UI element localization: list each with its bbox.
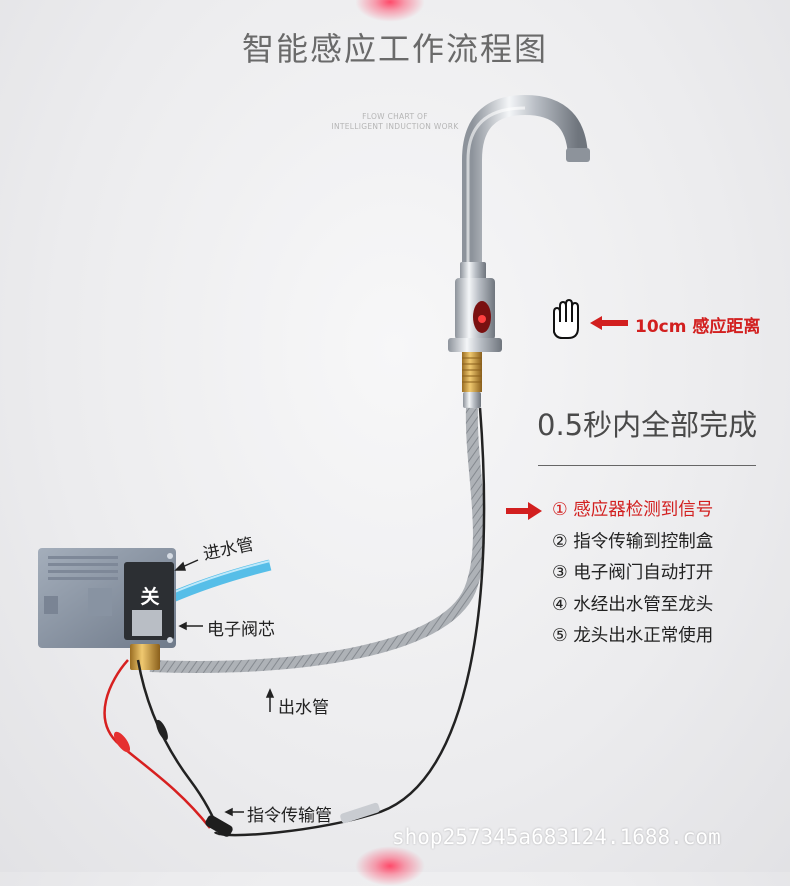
signal-pipe-label: 指令传输管 [247, 806, 332, 826]
spout-tip [566, 148, 590, 162]
faucet-neck-ring [460, 262, 486, 282]
inlet-pipe [167, 559, 272, 604]
shop-watermark: shop257345a683124.1688.com [392, 825, 721, 849]
red-connector [113, 731, 131, 753]
outlet-pipe-label: 出水管 [278, 698, 329, 718]
cable-sleeve [340, 802, 380, 824]
step-item-4: ④ 水经出水管至龙头 [552, 594, 714, 615]
black-connector [156, 719, 168, 741]
completion-time-text: 0.5秒内全部完成 [537, 408, 758, 442]
page-title: 智能感应工作流程图 [241, 30, 548, 68]
hose-fitting-top [463, 392, 481, 408]
step-item-2: ② 指令传输到控制盒 [552, 531, 714, 552]
step-item-5: ⑤ 龙头出水正常使用 [552, 626, 714, 646]
step-pointer-arrow-icon [506, 502, 542, 520]
english-subtitle-line-2: INTELLIGENT INDUCTION WORK [331, 122, 459, 131]
box-screw-top [167, 553, 173, 559]
top-glow-decoration [355, 0, 425, 22]
bottom-glow-decoration [355, 846, 425, 886]
box-screw-bottom [167, 637, 173, 643]
outlet-hose [149, 407, 485, 673]
faucet-base [448, 338, 502, 352]
step-item-3: ③ 电子阀门自动打开 [552, 563, 714, 583]
valve-core-label: 电子阀芯 [207, 620, 275, 640]
black-wire [136, 659, 222, 836]
english-subtitle: FLOW CHART OF INTELLIGENT INDUCTION WORK [0, 112, 790, 132]
distance-arrow-icon [590, 316, 628, 330]
valve-glyph: 关 [140, 586, 160, 608]
hand-icon [553, 299, 579, 339]
step-item-1: ① 感应器检测到信号 [552, 500, 714, 520]
signal-cable [213, 407, 486, 837]
plug-connector [205, 815, 233, 837]
english-subtitle-line-1: FLOW CHART OF [362, 112, 428, 121]
faucet-spout [462, 94, 588, 270]
brass-valve-connector [130, 644, 160, 670]
process-steps-list: ① 感应器检测到信号 ② 指令传输到控制盒 ③ 电子阀门自动打开 ④ 水经出水管… [552, 496, 713, 654]
sensing-distance-label: 10cm 感应距离 [635, 317, 761, 337]
divider-line [538, 465, 756, 466]
